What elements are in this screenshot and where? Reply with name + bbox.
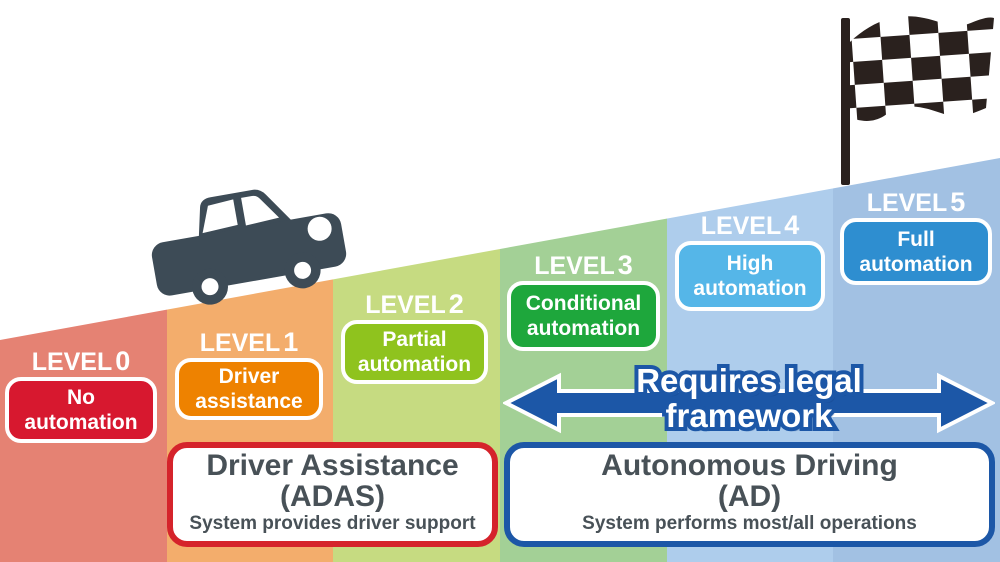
legal-framework-arrow [503, 372, 995, 434]
legal-framework-line1-outline: Requires legal [632, 359, 866, 402]
level-3-line2: automation [526, 317, 641, 340]
level-1-line2: assistance [195, 390, 303, 413]
ad-box: Autonomous Driving (AD) System performs … [504, 442, 995, 547]
ad-subtitle: System performs most/all operations [582, 513, 917, 534]
checkered-flag-icon [841, 16, 994, 185]
ad-title-line1: Autonomous Driving [601, 449, 898, 482]
level-0-line1: No [67, 386, 95, 409]
level-3-box: Conditional automation [507, 281, 660, 351]
level-0-box: No automation [5, 377, 157, 443]
level-4-box: High automation [675, 241, 825, 311]
level-2-line2: automation [357, 353, 472, 376]
ad-title-line2: (AD) [717, 480, 782, 513]
level-5-box: Full automation [840, 218, 992, 285]
level-1-line1: Driver [218, 365, 280, 388]
level-3-line1: Conditional [525, 292, 642, 315]
adas-title-line1: Driver Assistance [206, 449, 459, 482]
legal-framework-line1: Requires legal [636, 362, 862, 399]
level-2-line1: Partial [382, 328, 447, 351]
adas-subtitle: System provides driver support [189, 513, 476, 534]
legal-framework-line2: framework [665, 397, 833, 434]
level-0-line2: automation [24, 411, 138, 434]
legal-framework-line2-outline: framework [662, 394, 837, 437]
legal-framework-label: Requires legal Requires legal framework … [503, 359, 995, 437]
level-1-box: Driver assistance [175, 358, 323, 420]
adas-box: Driver Assistance (ADAS) System provides… [167, 442, 498, 547]
car-icon [151, 189, 347, 305]
level-4-line1: High [726, 252, 774, 275]
band-level-0 [0, 158, 167, 562]
adas-title-line2: (ADAS) [280, 480, 385, 513]
level-2-box: Partial automation [341, 320, 488, 384]
level-5-line2: automation [859, 252, 973, 276]
level-5-line1: Full [897, 227, 935, 251]
level-4-line2: automation [693, 277, 807, 300]
